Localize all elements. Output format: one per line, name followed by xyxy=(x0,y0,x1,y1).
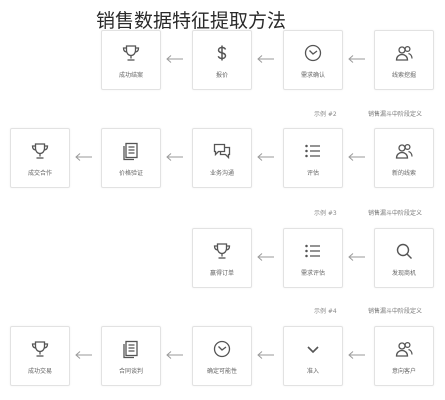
arrow-left-icon xyxy=(256,350,276,360)
page-title: 销售数据特征提取方法 xyxy=(96,10,287,32)
section-label: 销售漏斗中阶段定义 xyxy=(368,111,423,118)
chevron-down-icon xyxy=(284,339,342,359)
arrow-left-icon xyxy=(165,152,185,162)
stage-label: 确定可能性 xyxy=(206,368,237,375)
stage-label: 新的线索 xyxy=(391,170,416,177)
funnel-stage-card: 报价 xyxy=(192,30,252,90)
search-icon xyxy=(375,241,433,261)
arrow-left-icon xyxy=(74,152,94,162)
trophy-icon xyxy=(11,339,69,359)
dollar-icon xyxy=(193,43,251,63)
arrow-left-icon xyxy=(347,54,367,64)
stage-label: 发现商机 xyxy=(391,270,416,277)
stage-label: 需求评估 xyxy=(300,270,325,277)
stage-label: 报价 xyxy=(215,72,228,79)
example-label: 示例 #2 xyxy=(314,111,337,118)
stage-label: 价格验证 xyxy=(118,170,143,177)
trophy-icon xyxy=(193,241,251,261)
funnel-stage-card: 线索挖掘 xyxy=(374,30,434,90)
users-icon xyxy=(375,141,433,161)
clock-icon xyxy=(193,339,251,359)
stage-label: 合同谈判 xyxy=(118,368,143,375)
stage-label: 成功交易 xyxy=(27,368,52,375)
stage-label: 赢得订单 xyxy=(209,270,234,277)
stage-label: 业务沟通 xyxy=(209,170,234,177)
chat-icon xyxy=(193,141,251,161)
funnel-stage-card: 评估 xyxy=(283,128,343,188)
arrow-left-icon xyxy=(74,350,94,360)
clock-icon xyxy=(284,43,342,63)
section-label: 销售漏斗中阶段定义 xyxy=(368,308,423,315)
document-icon xyxy=(102,339,160,359)
funnel-stage-card: 准入 xyxy=(283,326,343,386)
funnel-stage-card: 成交合作 xyxy=(10,128,70,188)
arrow-left-icon xyxy=(256,54,276,64)
example-label: 示例 #3 xyxy=(314,210,337,217)
funnel-stage-card: 业务沟通 xyxy=(192,128,252,188)
funnel-stage-card: 意向客户 xyxy=(374,326,434,386)
arrow-left-icon xyxy=(347,152,367,162)
funnel-stage-card: 需求评估 xyxy=(283,228,343,288)
arrow-left-icon xyxy=(347,252,367,262)
example-label: 示例 #4 xyxy=(314,308,337,315)
stage-label: 成交合作 xyxy=(27,170,52,177)
funnel-stage-card: 合同谈判 xyxy=(101,326,161,386)
stage-label: 意向客户 xyxy=(391,368,416,375)
funnel-stage-card: 发现商机 xyxy=(374,228,434,288)
stage-label: 线索挖掘 xyxy=(391,72,416,79)
users-icon xyxy=(375,43,433,63)
funnel-stage-card: 成功交易 xyxy=(10,326,70,386)
stage-label: 评估 xyxy=(306,170,319,177)
trophy-icon xyxy=(11,141,69,161)
stage-label: 成功结案 xyxy=(118,72,143,79)
arrow-left-icon xyxy=(347,350,367,360)
funnel-stage-card: 确定可能性 xyxy=(192,326,252,386)
document-icon xyxy=(102,141,160,161)
section-label: 销售漏斗中阶段定义 xyxy=(368,210,423,217)
arrow-left-icon xyxy=(165,54,185,64)
stage-label: 准入 xyxy=(306,368,319,375)
funnel-stage-card: 新的线索 xyxy=(374,128,434,188)
arrow-left-icon xyxy=(256,152,276,162)
funnel-stage-card: 需求确认 xyxy=(283,30,343,90)
list-icon xyxy=(284,141,342,161)
trophy-icon xyxy=(102,43,160,63)
funnel-stage-card: 赢得订单 xyxy=(192,228,252,288)
users-icon xyxy=(375,339,433,359)
funnel-stage-card: 价格验证 xyxy=(101,128,161,188)
arrow-left-icon xyxy=(165,350,185,360)
funnel-stage-card: 成功结案 xyxy=(101,30,161,90)
list-icon xyxy=(284,241,342,261)
arrow-left-icon xyxy=(256,252,276,262)
stage-label: 需求确认 xyxy=(300,72,325,79)
